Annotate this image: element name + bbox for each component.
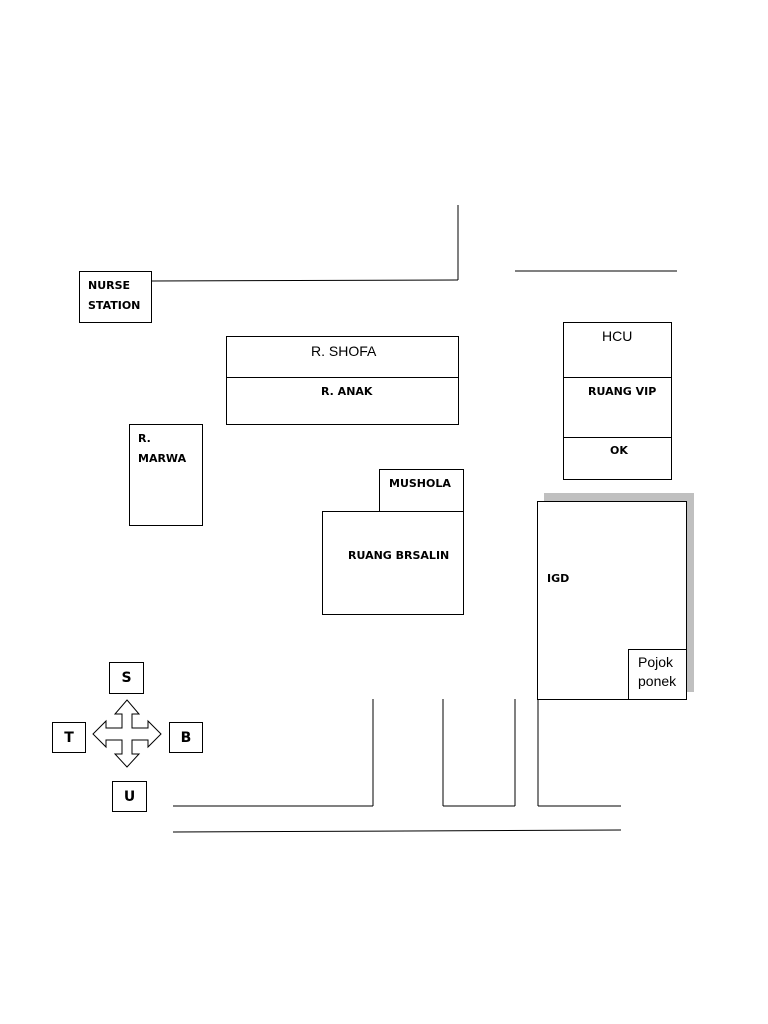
nurse-station-label-line2: STATION [88, 299, 141, 312]
r-anak-room: R. ANAK [226, 377, 459, 425]
nurse-station-room: NURSE STATION [79, 271, 152, 323]
ruang-vip-label: RUANG VIP [588, 385, 657, 398]
ruang-brsalin-room: RUANG BRSALIN [322, 511, 464, 615]
compass-east-label: B [180, 729, 192, 746]
mushola-room: MUSHOLA [379, 469, 464, 512]
pojok-ponek-label-line2: ponek [638, 673, 677, 689]
r-marwa-label-line1: R. [138, 432, 151, 445]
r-shofa-room: R. SHOFA [226, 336, 459, 378]
wall-line [172, 829, 622, 833]
ruang-vip-room: RUANG VIP [563, 377, 672, 438]
igd-label: IGD [547, 572, 570, 585]
pojok-ponek-room: Pojok ponek [628, 649, 687, 700]
nurse-station-label-line1: NURSE [88, 279, 131, 292]
compass-south-label: U [123, 788, 136, 805]
compass-north-label: S [121, 670, 132, 686]
hcu-room: HCU [563, 322, 672, 378]
wall-line [150, 279, 459, 282]
ok-label: OK [610, 444, 628, 457]
pojok-ponek-label-line1: Pojok [638, 654, 674, 670]
compass-north-box: S [109, 662, 144, 694]
compass-south-box: U [112, 781, 147, 812]
r-marwa-room: R. MARWA [129, 424, 203, 526]
compass-west-label: T [64, 729, 74, 746]
mushola-label: MUSHOLA [389, 477, 451, 490]
r-shofa-label: R. SHOFA [311, 343, 377, 359]
r-marwa-label-line2: MARWA [138, 452, 187, 465]
compass-west-box: T [52, 722, 86, 753]
hcu-label: HCU [602, 328, 633, 344]
ruang-brsalin-label: RUANG BRSALIN [348, 549, 450, 562]
r-anak-label: R. ANAK [321, 385, 373, 398]
ok-room: OK [563, 437, 672, 480]
compass-east-box: B [169, 722, 203, 753]
